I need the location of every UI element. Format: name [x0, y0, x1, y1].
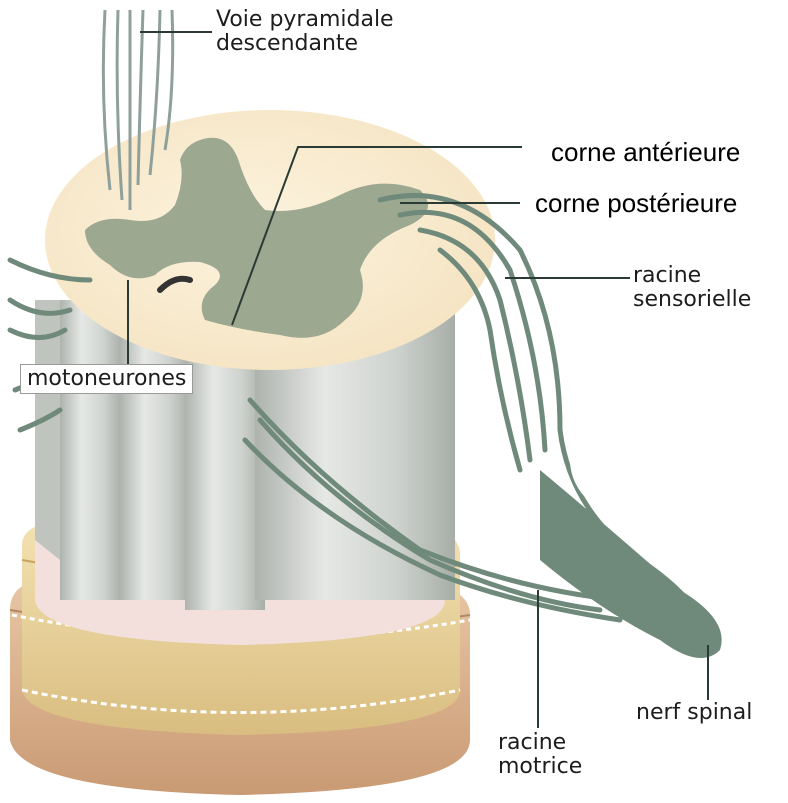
- label-nerf-spinal: nerf spinal: [636, 701, 752, 725]
- label-motoneurones: motoneurones: [20, 364, 193, 394]
- label-corne-anterieure: corne antérieure: [551, 137, 740, 168]
- label-voie-pyramidale: Voie pyramidale descendante: [216, 8, 394, 56]
- label-corne-posterieure: corne postérieure: [535, 188, 737, 219]
- cord-cross-section: [45, 110, 495, 370]
- label-racine-sensorielle: racine sensorielle: [633, 264, 751, 312]
- label-racine-motrice: racine motrice: [498, 731, 582, 779]
